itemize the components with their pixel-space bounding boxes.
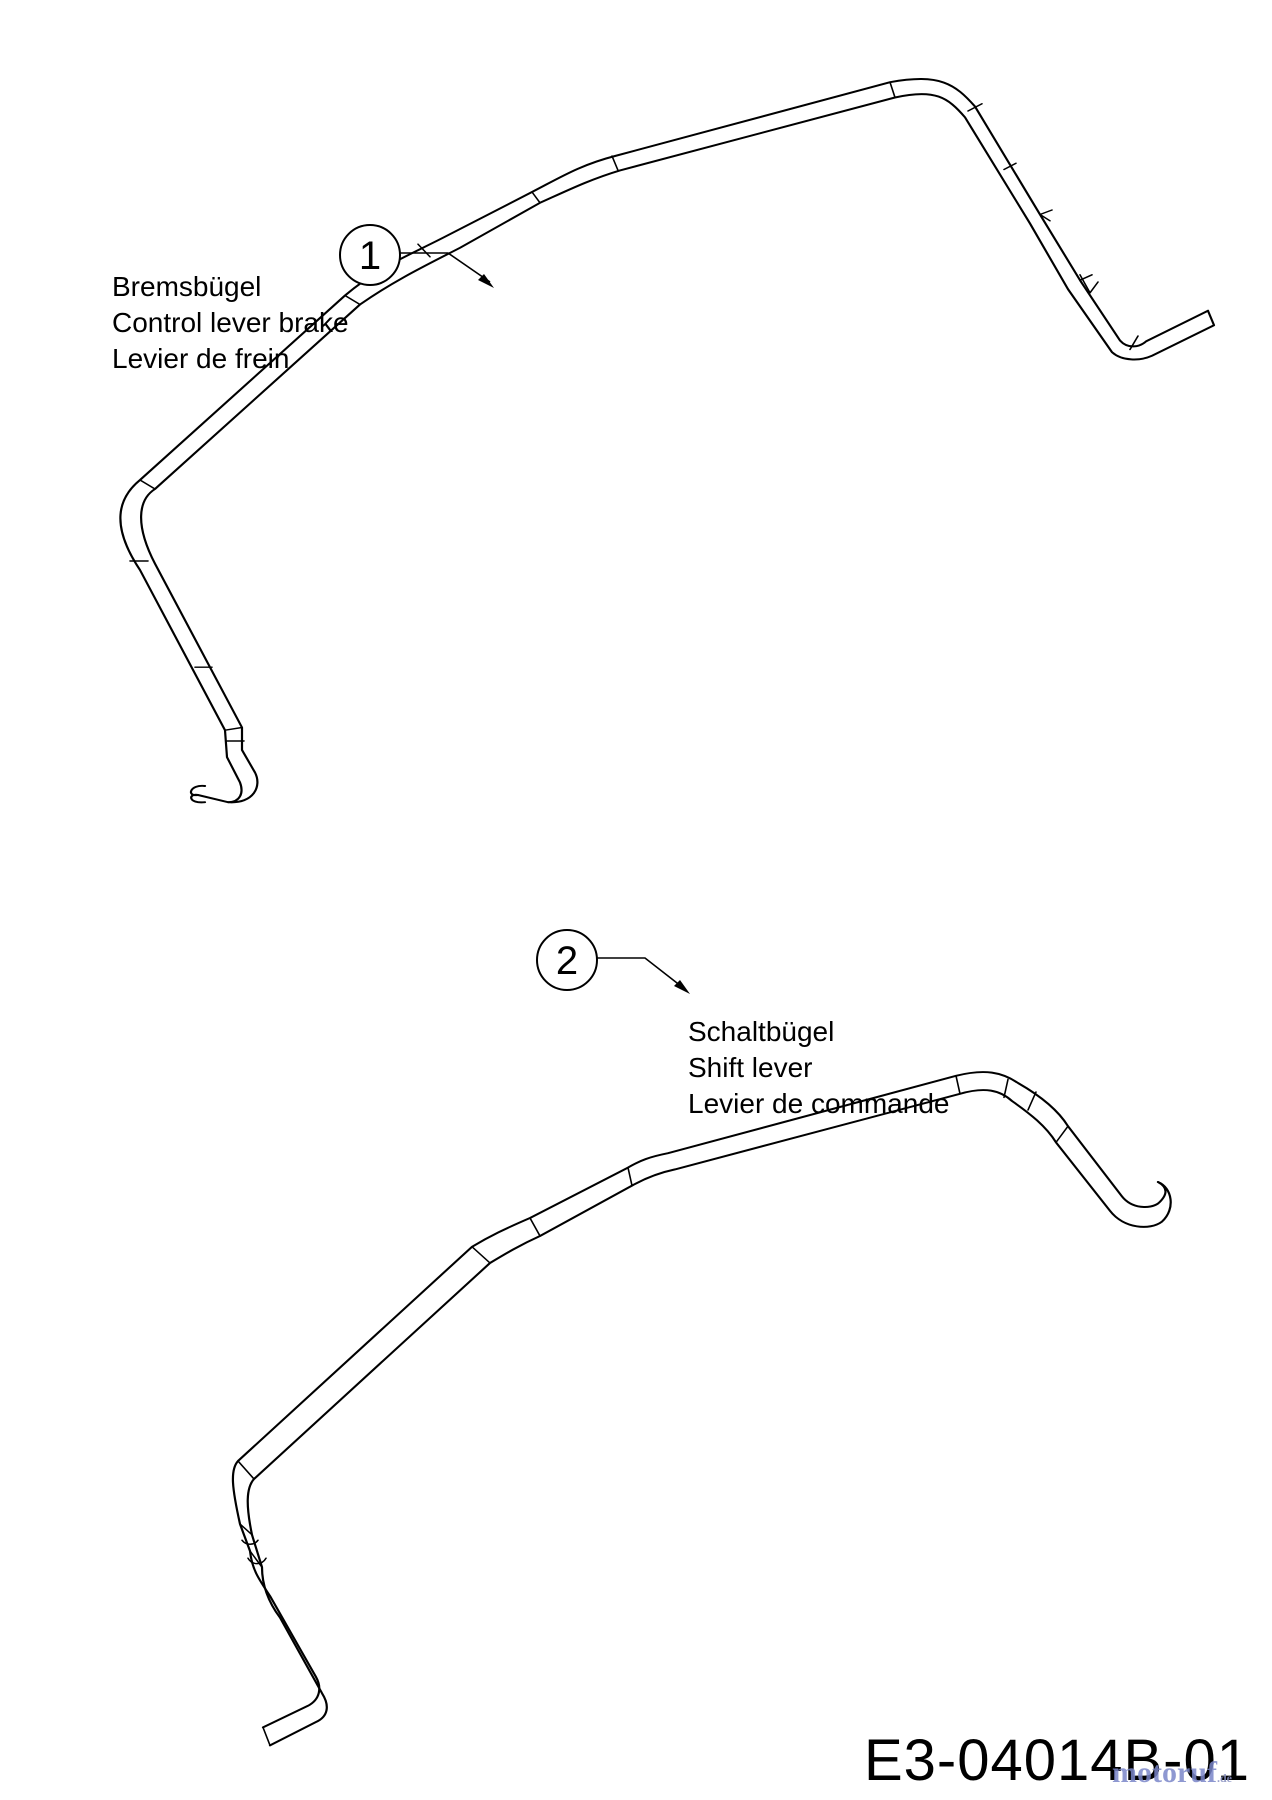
- callout-2: 2: [536, 929, 690, 994]
- part-1-name-en: Control lever brake: [112, 307, 349, 338]
- callout-2-number: 2: [556, 939, 578, 983]
- part-2-name-fr: Levier de commande: [688, 1088, 950, 1119]
- part-2-name-de: Schaltbügel: [688, 1016, 835, 1047]
- callout-1: 1: [339, 224, 494, 288]
- watermark-suffix: .de: [1217, 1771, 1232, 1785]
- part-1-label: Bremsbügel Control lever brake Levier de…: [112, 269, 349, 377]
- shift-lever-drawing: [231, 1071, 1172, 1747]
- part-1-name-de: Bremsbügel: [112, 271, 262, 302]
- part-2-name-en: Shift lever: [688, 1052, 813, 1083]
- part-2-label: Schaltbügel Shift lever Levier de comman…: [688, 1014, 949, 1122]
- part-1-name-fr: Levier de frein: [112, 343, 290, 374]
- callout-1-number: 1: [359, 234, 381, 278]
- brake-control-lever-drawing: [119, 78, 1216, 804]
- watermark-logo: motoruf.de: [1112, 1756, 1232, 1790]
- watermark-text: motoruf: [1112, 1756, 1217, 1789]
- drawing-reference-code: E3-04014B-01: [863, 1728, 1250, 1793]
